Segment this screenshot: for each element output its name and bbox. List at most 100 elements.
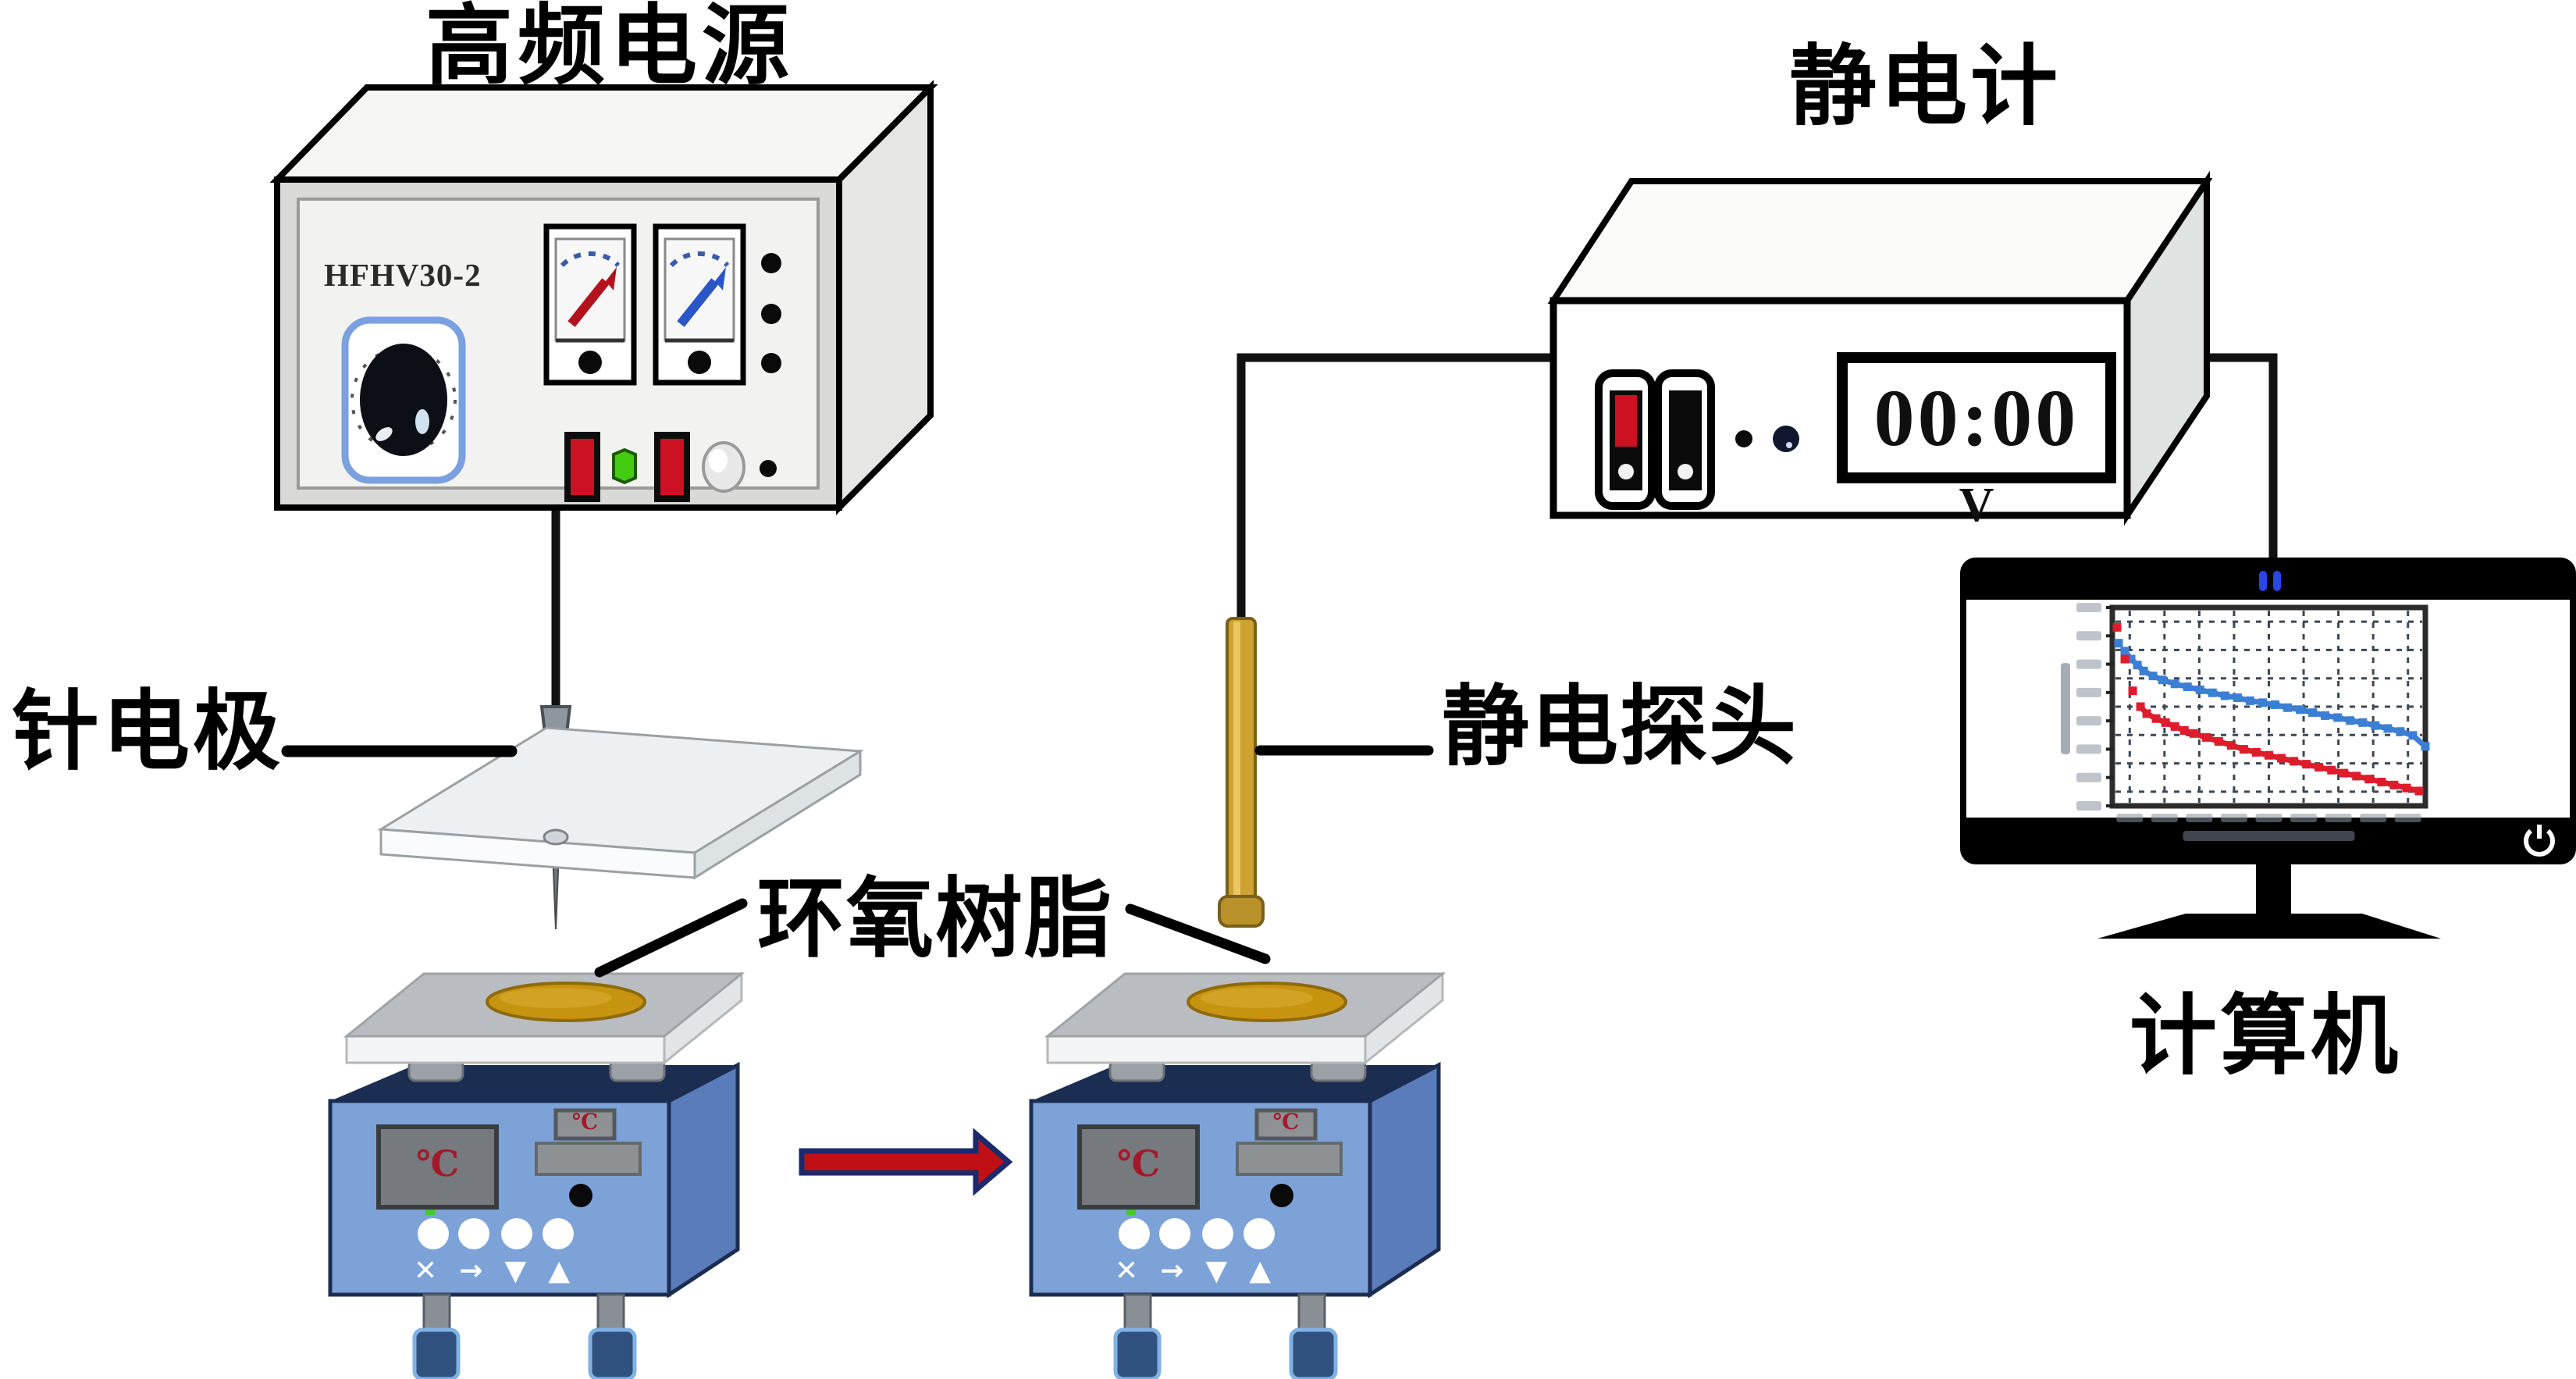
support-plate [377, 726, 864, 880]
em-port-small [1735, 430, 1752, 447]
em-display-frame [1837, 352, 2116, 483]
silver-knob-highlight [709, 449, 728, 472]
x-tick-label-illegible [2255, 814, 2282, 822]
hotplate-left-indicator-label: ℃ [571, 1110, 599, 1135]
analog-meter-blue [653, 223, 746, 386]
hv-adjust-knob [360, 344, 447, 456]
y-tick-label-illegible [2076, 801, 2101, 811]
chart-layer [2061, 603, 2430, 841]
red-decay-curve-marker [2189, 729, 2198, 738]
blue-decay-curve-marker [2271, 700, 2280, 709]
label-power-supply: 高频电源 [425, 0, 794, 95]
blue-decay-curve-marker [2170, 679, 2179, 689]
red-decay-curve-marker [2151, 714, 2161, 723]
meter-arc [560, 251, 621, 268]
red-decay-curve-marker [2142, 709, 2151, 718]
blue-decay-curve-marker [2371, 721, 2380, 730]
x-tick-label-illegible [2116, 814, 2144, 822]
symbol-up: ▲ [1249, 1254, 1271, 1287]
knob-scale-ticks [350, 347, 457, 453]
x-tick-label-illegible [2220, 814, 2247, 822]
leader-lines [281, 745, 1434, 978]
em-port-large [1773, 426, 1799, 452]
red-decay-curve-marker [2251, 747, 2261, 757]
blue-decay-curve-marker [2233, 693, 2242, 703]
y-tick-label-illegible [2076, 631, 2101, 641]
blue-decay-curve-marker [2308, 708, 2318, 718]
blue-decay-curve-marker [2258, 698, 2267, 707]
red-decay-curve-marker [2120, 654, 2129, 664]
blue-decay-curve-marker [2396, 727, 2405, 736]
needle-grommet [543, 828, 569, 846]
panel-port-2 [761, 304, 781, 324]
monitor-stand-base [2097, 914, 2441, 939]
red-decay-curve-marker [2226, 741, 2236, 750]
green-indicator-led [612, 447, 637, 485]
webcam-icon-2 [2273, 571, 2281, 591]
label-needle-electrode: 针电极 [12, 684, 283, 781]
probe-rod [1226, 617, 1257, 901]
red-decay-curve-marker [2352, 771, 2361, 781]
x-tick-label-illegible [2360, 814, 2387, 822]
hotplate-left-buttons: ✕ → ▼ ▲ [414, 1253, 570, 1288]
probe-cable [1236, 353, 1557, 625]
label-electrostatic-probe: 静电探头 [1442, 679, 1798, 776]
hotplate-left-screen-label: ℃ [415, 1144, 460, 1184]
blue-decay-curve-marker [2358, 718, 2368, 727]
x-tick-label-illegible [2151, 814, 2178, 822]
red-decay-curve-marker [2112, 622, 2122, 632]
meter-needle-red [568, 278, 610, 327]
em-switch-2-dot [1678, 464, 1693, 479]
red-decay-curve-marker [2302, 760, 2311, 769]
symbol-down: ▼ [1205, 1254, 1228, 1287]
y-tick-label-illegible [2076, 716, 2101, 726]
electrometer-display-value: 00:00 [1873, 373, 2080, 463]
y-tick-label-illegible [2076, 659, 2101, 669]
red-decay-curve-marker [2339, 768, 2349, 778]
blue-decay-curve-marker [2220, 691, 2229, 700]
em-switch-1-rocker [1615, 395, 1637, 447]
x-tick-label-illegible [2394, 814, 2421, 822]
blue-decay-curve-marker [2183, 682, 2192, 692]
red-decay-curve-marker [2201, 732, 2211, 742]
blue-decay-curve-marker [2321, 711, 2330, 720]
red-decay-curve-marker [2414, 786, 2424, 796]
probe-tip-cap [1218, 895, 1265, 928]
red-decay-curve-marker [2402, 783, 2411, 793]
red-decay-curve-marker [2277, 754, 2286, 763]
x-tick-label-illegible [2290, 814, 2318, 822]
meter-needle-blue-head [715, 267, 726, 290]
blue-decay-curve-marker [2126, 654, 2136, 664]
blue-decay-curve-marker [2139, 666, 2148, 675]
blue-decay-curve-marker [2208, 688, 2217, 697]
red-decay-curve-marker [2364, 775, 2374, 784]
symbol-arrow-right: → [1160, 1254, 1184, 1287]
red-decay-curve-marker [2290, 757, 2299, 766]
meter-screw [688, 351, 711, 374]
x-axis-title-illegible [2183, 831, 2355, 841]
label-epoxy-resin: 环氧树脂 [757, 871, 1113, 968]
blue-decay-curve-marker [2283, 703, 2293, 712]
epoxy-leader-left [594, 898, 748, 978]
electrometer [1547, 170, 2213, 526]
panel-port-1 [761, 253, 781, 273]
blue-decay-curve-marker [2245, 696, 2254, 705]
probe-rod-sheen [1233, 622, 1240, 895]
y-axis-title-illegible [2061, 663, 2070, 754]
blue-decay-curve-marker [2383, 724, 2393, 733]
monitor-top-bezel [1963, 561, 2573, 600]
blue-decay-curve-marker [2148, 672, 2158, 681]
blue-decay-curve-marker [2421, 742, 2430, 751]
blue-decay-curve-marker [2333, 713, 2343, 722]
red-decay-curve-marker [2214, 736, 2223, 746]
panel-port-4 [760, 460, 777, 477]
red-decay-curve-marker [2265, 750, 2273, 760]
x-tick-label-illegible [2186, 814, 2213, 822]
red-decay-curve-marker [2179, 725, 2189, 735]
power-supply-top-face [269, 84, 938, 183]
blue-decay-curve-marker [2195, 685, 2204, 694]
knob-highlight-2 [375, 427, 393, 441]
hotplate-right-indicator-label: ℃ [1272, 1110, 1300, 1135]
epoxy-leader-right [1125, 903, 1271, 964]
y-tick-label-illegible [2076, 687, 2101, 697]
